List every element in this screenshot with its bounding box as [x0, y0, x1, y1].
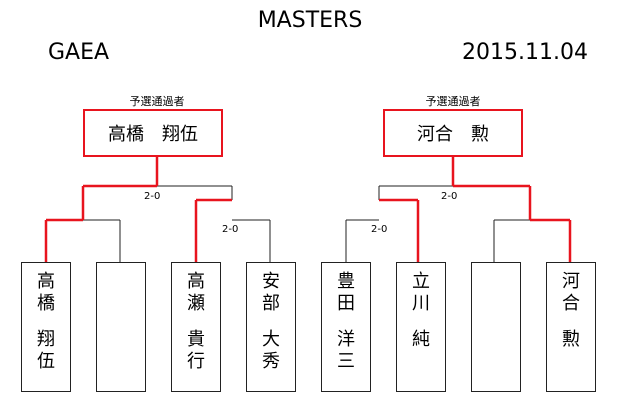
- left-semi-score: 2-0: [222, 224, 239, 235]
- player-1-given-2: 橋: [37, 293, 55, 314]
- tournament-title: MASTERS: [257, 8, 363, 33]
- right-champion-box: 河合 勲: [383, 109, 523, 157]
- venue-label: GAEA: [48, 40, 110, 65]
- player-box-5: 豊 田 洋 三: [321, 262, 371, 392]
- right-semi-score: 2-0: [371, 224, 388, 235]
- event-date: 2015.11.04: [462, 40, 588, 65]
- right-final-score: 2-0: [441, 191, 458, 202]
- player-4-family-1: 大: [262, 329, 280, 350]
- player-8-family-1: 勲: [562, 329, 580, 350]
- player-3-family-2: 行: [187, 351, 205, 372]
- player-6-given-2: 川: [412, 293, 430, 314]
- player-box-8: 河 合 勲: [546, 262, 596, 392]
- player-box-1: 高 橋 翔 伍: [21, 262, 71, 392]
- player-box-2: [96, 262, 146, 392]
- player-8-given-1: 河: [562, 271, 580, 292]
- player-6-given-1: 立: [412, 271, 430, 292]
- left-winner-lines: [44, 157, 232, 262]
- left-champion-name: 高橋 翔伍: [108, 124, 198, 145]
- player-3-family-1: 貴: [187, 329, 205, 350]
- player-box-7: [471, 262, 521, 392]
- player-5-family-1: 洋: [337, 329, 355, 350]
- right-loser-lines: [345, 185, 530, 262]
- left-loser-lines: [83, 185, 271, 262]
- right-champion-name: 河合 勲: [417, 124, 489, 145]
- right-winner-lines: [379, 157, 572, 262]
- player-6-family-1: 純: [412, 329, 430, 350]
- player-box-3: 高 瀬 貴 行: [171, 262, 221, 392]
- player-3-given-2: 瀬: [187, 293, 205, 314]
- player-box-4: 安 部 大 秀: [246, 262, 296, 392]
- player-4-given-2: 部: [262, 293, 280, 314]
- player-5-given-2: 田: [337, 293, 355, 314]
- player-8-given-2: 合: [562, 293, 580, 314]
- player-box-6: 立 川 純: [396, 262, 446, 392]
- player-4-family-2: 秀: [262, 351, 280, 372]
- player-1-family-1: 翔: [37, 329, 55, 350]
- left-champion-box: 高橋 翔伍: [83, 109, 223, 157]
- player-4-given-1: 安: [262, 271, 280, 292]
- left-final-score: 2-0: [144, 191, 161, 202]
- right-qualifier-caption: 予選通過者: [425, 95, 481, 108]
- player-5-given-1: 豊: [337, 271, 355, 292]
- left-qualifier-caption: 予選通過者: [129, 95, 185, 108]
- player-5-family-2: 三: [337, 351, 355, 372]
- player-3-given-1: 高: [187, 271, 205, 292]
- player-1-family-2: 伍: [37, 351, 55, 372]
- player-1-given-1: 高: [37, 271, 55, 292]
